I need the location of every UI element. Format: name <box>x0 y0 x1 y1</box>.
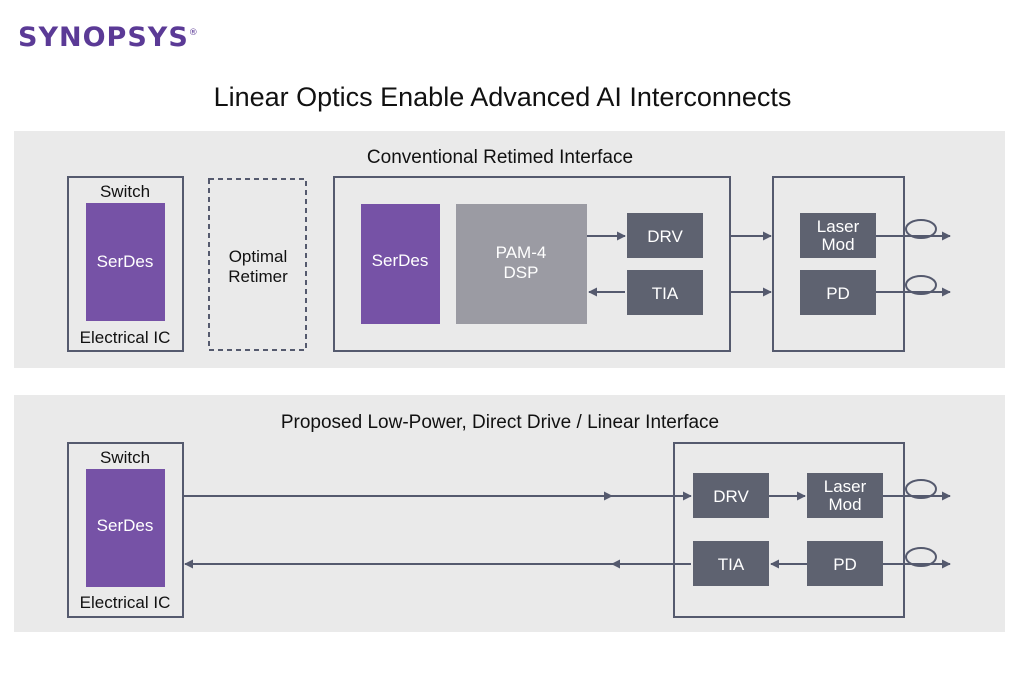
conventional-panel: Conventional Retimed Interface Switch Se… <box>14 131 1005 368</box>
linear-pd-label: PD <box>833 555 857 574</box>
drv-label: DRV <box>647 227 683 246</box>
serdes-block <box>86 203 165 321</box>
linear-panel: Proposed Low-Power, Direct Drive / Linea… <box>14 395 1005 632</box>
dsp-line1: PAM-4 <box>496 243 547 262</box>
switch-box <box>67 176 184 352</box>
retimed-module-box <box>333 176 731 352</box>
fiber-coil-icon <box>905 275 937 295</box>
fiber-coil-icon <box>905 219 937 239</box>
laser-line1: Laser <box>817 217 860 236</box>
module-serdes-block <box>361 204 440 324</box>
diagram-title: Linear Optics Enable Advanced AI Interco… <box>213 82 792 112</box>
linear-laser-line2: Mod <box>828 495 861 514</box>
module-serdes-label: SerDes <box>372 251 429 270</box>
retimer-line1: Optimal <box>229 247 288 266</box>
linear-tia-label: TIA <box>718 555 745 574</box>
linear-pd-block <box>807 541 883 586</box>
linear-laser-mod-block <box>807 473 883 518</box>
drv-block <box>627 213 703 258</box>
optics-box <box>772 176 905 352</box>
tia-block <box>627 270 703 315</box>
linear-serdes-block <box>86 469 165 587</box>
pam4-dsp-block <box>456 204 587 324</box>
linear-switch-box <box>67 442 184 618</box>
linear-module-box <box>673 442 905 618</box>
electrical-ic-label: Electrical IC <box>80 328 171 347</box>
fiber-coil-icon <box>905 547 937 567</box>
fiber-coil-icon <box>905 479 937 499</box>
conventional-heading: Conventional Retimed Interface <box>367 147 633 168</box>
linear-laser-line1: Laser <box>824 477 867 496</box>
linear-heading: Proposed Low-Power, Direct Drive / Linea… <box>281 412 719 433</box>
laser-mod-block <box>800 213 876 258</box>
linear-electrical-ic-label: Electrical IC <box>80 593 171 612</box>
linear-serdes-label: SerDes <box>97 516 154 535</box>
linear-drv-label: DRV <box>713 487 749 506</box>
pd-block <box>800 270 876 315</box>
dsp-line2: DSP <box>504 263 539 282</box>
retimer-line2: Retimer <box>228 267 288 286</box>
optimal-retimer-box <box>208 178 307 351</box>
tia-label: TIA <box>652 284 679 303</box>
linear-tia-block <box>693 541 769 586</box>
linear-drv-block <box>693 473 769 518</box>
pd-label: PD <box>826 284 850 303</box>
linear-switch-label: Switch <box>100 448 150 467</box>
switch-label: Switch <box>100 182 150 201</box>
synopsys-logo: SYNOPSYS® <box>18 22 199 53</box>
laser-line2: Mod <box>821 235 854 254</box>
serdes-label: SerDes <box>97 252 154 271</box>
